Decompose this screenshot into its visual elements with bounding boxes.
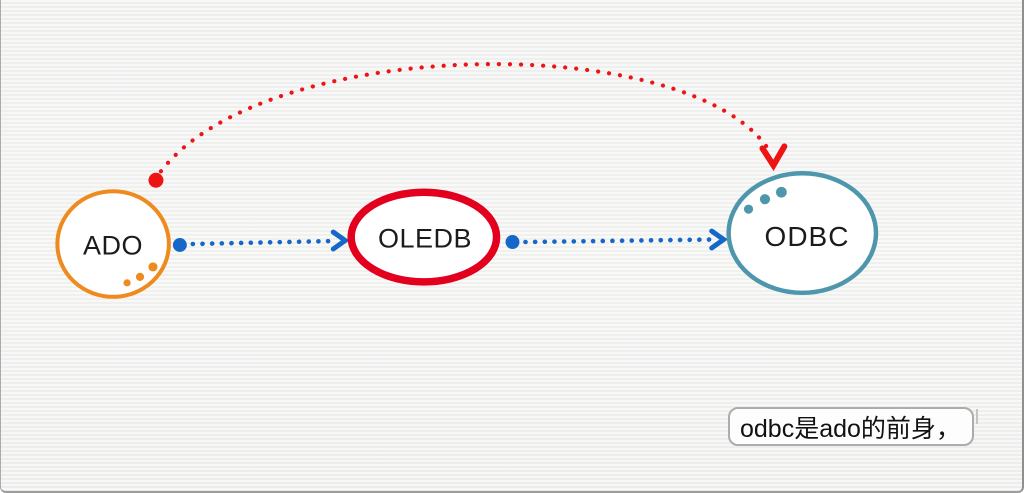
blue-arrowhead-icon <box>709 228 728 251</box>
caption-text: odbc是ado的前身， <box>740 414 961 443</box>
node-ado[interactable] <box>55 189 171 299</box>
decor-dot <box>123 279 131 287</box>
node-odbc[interactable] <box>726 171 879 296</box>
edge-ado-to-oledb[interactable] <box>172 229 350 252</box>
red-arrowhead-icon <box>759 143 788 172</box>
oledb-ellipse-shape <box>347 188 501 286</box>
decor-dot <box>743 204 754 214</box>
blue-dotted-line <box>190 238 335 247</box>
edge-start-dot <box>172 238 187 252</box>
node-label-ado: ADO <box>82 230 144 261</box>
edge-ado-to-odbc[interactable] <box>148 62 788 188</box>
decor-dot <box>759 194 771 205</box>
caption-box[interactable]: odbc是ado的前身， <box>728 407 974 446</box>
red-dotted-curve <box>158 62 771 174</box>
node-oledb[interactable] <box>347 188 501 286</box>
edge-oledb-to-odbc[interactable] <box>505 228 728 251</box>
edge-start-dot <box>148 172 164 188</box>
ado-circle-shape <box>55 189 171 299</box>
node-label-odbc: ODBC <box>764 221 850 252</box>
decor-dot <box>148 262 158 272</box>
blue-dotted-line <box>523 237 713 245</box>
decor-dot <box>135 272 145 281</box>
blue-arrowhead-icon <box>330 229 350 252</box>
caption-cursor-handle[interactable] <box>976 409 978 424</box>
node-label-oledb: OLEDB <box>377 223 473 254</box>
decor-dot <box>776 186 787 198</box>
edge-start-dot <box>505 235 520 249</box>
